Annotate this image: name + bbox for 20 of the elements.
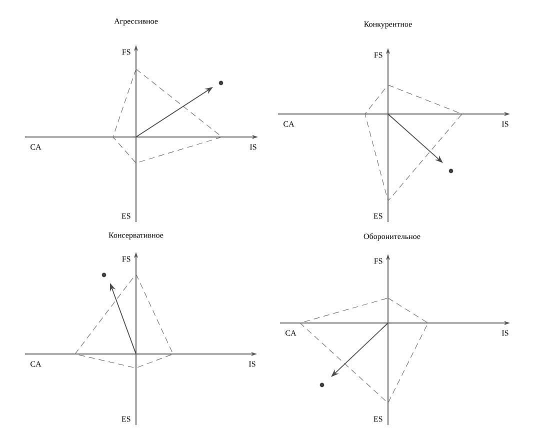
axis-label: IS — [248, 361, 256, 367]
axis-label: ES — [122, 416, 130, 422]
axis-label: FS — [374, 258, 382, 264]
chart-title: Агрессивное — [114, 18, 158, 26]
chart-title: Оборонительное — [364, 233, 420, 241]
axis-label: CA — [30, 144, 42, 150]
axis-label: CA — [284, 121, 294, 127]
chart-title: Конкурентное — [364, 22, 412, 28]
axis-label: IS — [502, 330, 508, 336]
chart-title: Консервативное — [108, 232, 164, 240]
axis-label: ES — [122, 213, 130, 219]
axis-label: ES — [374, 213, 382, 219]
axis-label: CA — [30, 361, 42, 367]
axis-label: IS — [502, 121, 508, 127]
axis-label: CA — [286, 330, 296, 336]
axis-label: IS — [250, 144, 256, 150]
axis-label: ES — [374, 416, 382, 422]
axis-label: FS — [374, 52, 382, 58]
axis-label: FS — [122, 49, 130, 55]
axis-label: FS — [122, 256, 130, 262]
